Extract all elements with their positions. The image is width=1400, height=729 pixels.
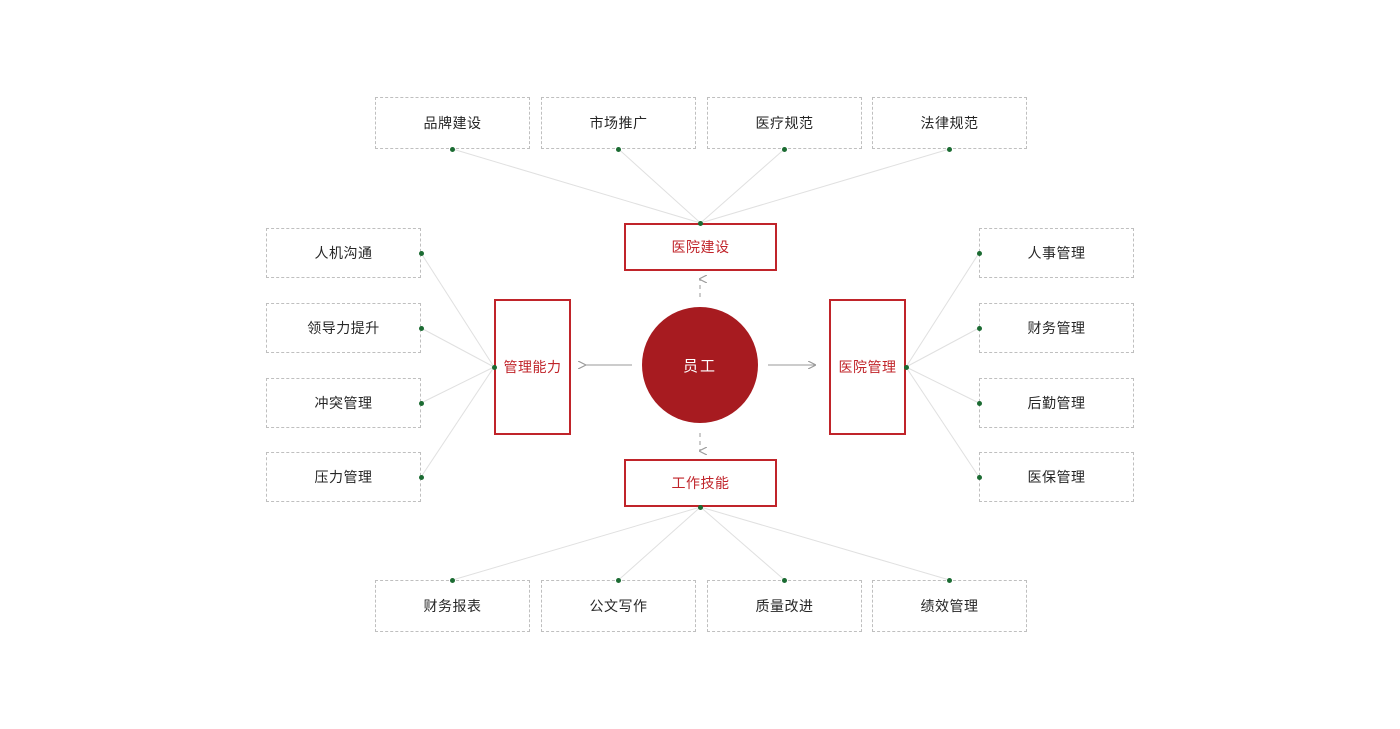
connector-dot-official-writing — [616, 577, 621, 583]
leaf-node-official-writing[interactable]: 公文写作 — [541, 580, 696, 632]
leaf-node-quality-improvement[interactable]: 质量改进 — [707, 580, 862, 632]
leaf-node-medical-standards[interactable]: 医疗规范 — [707, 97, 862, 149]
connector-dot-leadership-enhancement — [418, 325, 424, 331]
leaf-node-label: 市场推广 — [589, 115, 648, 131]
connector-dot-quality-improvement — [782, 577, 787, 583]
leaf-node-label: 后勤管理 — [1027, 395, 1086, 411]
branch-node-work-skills[interactable]: 工作技能 — [624, 459, 777, 507]
leaf-node-stress-management[interactable]: 压力管理 — [266, 452, 421, 502]
leaf-node-logistics-management[interactable]: 后勤管理 — [979, 378, 1134, 428]
center-node-employee[interactable]: 员工 — [642, 307, 758, 423]
center-node-label: 员工 — [682, 357, 717, 375]
branch-node-label: 医院建设 — [671, 239, 730, 255]
connector-dot-hub-top — [698, 220, 703, 226]
connector-dot-performance-management — [947, 577, 952, 583]
leaf-node-label: 人机沟通 — [314, 245, 373, 261]
leaf-node-hr-management[interactable]: 人事管理 — [979, 228, 1134, 278]
leaf-node-label: 领导力提升 — [307, 320, 380, 336]
connector-dot-hr-management — [976, 250, 982, 256]
connector-dot-medical-standards — [782, 146, 787, 152]
leaf-node-label: 医疗规范 — [755, 115, 814, 131]
connector-dot-hub-left — [491, 364, 497, 370]
branch-node-hospital-construction[interactable]: 医院建设 — [624, 223, 777, 271]
leaf-node-label: 人事管理 — [1027, 245, 1086, 261]
connector-dot-conflict-management — [418, 400, 424, 406]
branch-node-management-ability[interactable]: 管理能力 — [494, 299, 571, 435]
branch-node-label: 工作技能 — [671, 475, 730, 491]
connector-dot-stress-management — [418, 474, 424, 480]
leaf-node-brand-building[interactable]: 品牌建设 — [375, 97, 530, 149]
connector-dot-financial-statements — [450, 577, 455, 583]
leaf-node-financial-statements[interactable]: 财务报表 — [375, 580, 530, 632]
connector-dot-brand-building — [450, 146, 455, 152]
leaf-node-label: 财务报表 — [423, 598, 482, 614]
leaf-node-conflict-management[interactable]: 冲突管理 — [266, 378, 421, 428]
leaf-node-label: 公文写作 — [589, 598, 648, 614]
leaf-node-label: 财务管理 — [1027, 320, 1086, 336]
leaf-node-leadership-enhancement[interactable]: 领导力提升 — [266, 303, 421, 353]
connector-dot-human-machine-communication — [418, 250, 424, 256]
leaf-node-label: 品牌建设 — [423, 115, 482, 131]
connector-dot-legal-standards — [947, 146, 952, 152]
leaf-node-label: 绩效管理 — [920, 598, 979, 614]
leaf-node-label: 医保管理 — [1027, 469, 1086, 485]
leaf-node-label: 质量改进 — [755, 598, 814, 614]
leaf-node-performance-management[interactable]: 绩效管理 — [872, 580, 1027, 632]
connector-dot-logistics-management — [976, 400, 982, 406]
leaf-node-label: 冲突管理 — [314, 395, 373, 411]
branch-node-label: 医院管理 — [838, 359, 897, 375]
connector-dot-market-promotion — [616, 146, 621, 152]
leaf-node-legal-standards[interactable]: 法律规范 — [872, 97, 1027, 149]
branch-node-hospital-management[interactable]: 医院管理 — [829, 299, 906, 435]
connector-dot-hub-right — [903, 364, 909, 370]
leaf-node-human-machine-communication[interactable]: 人机沟通 — [266, 228, 421, 278]
connector-dot-insurance-management — [976, 474, 982, 480]
branch-node-label: 管理能力 — [503, 359, 562, 375]
leaf-node-market-promotion[interactable]: 市场推广 — [541, 97, 696, 149]
leaf-node-label: 法律规范 — [920, 115, 979, 131]
leaf-node-finance-management[interactable]: 财务管理 — [979, 303, 1134, 353]
connector-dot-hub-bottom — [698, 504, 703, 510]
leaf-node-label: 压力管理 — [314, 469, 373, 485]
leaf-node-insurance-management[interactable]: 医保管理 — [979, 452, 1134, 502]
connector-dot-finance-management — [976, 325, 982, 331]
